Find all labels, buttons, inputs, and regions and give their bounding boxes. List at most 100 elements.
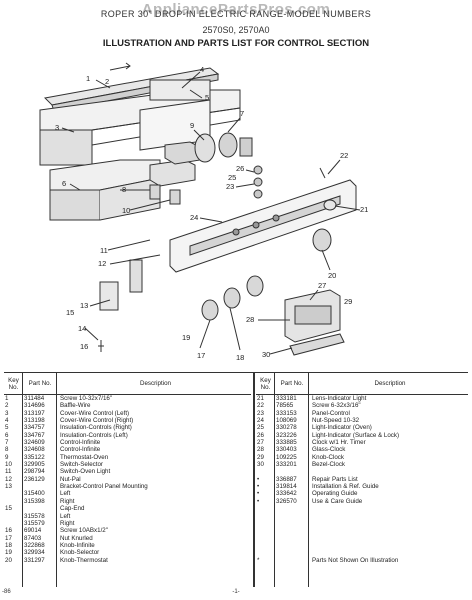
- part-number-cell: 315579: [24, 519, 45, 527]
- header-part: Part No.: [28, 380, 52, 387]
- key-cell: [256, 542, 274, 549]
- description-cell: Bezel-Clock: [312, 461, 346, 469]
- part-number-cell: 78565: [276, 402, 294, 410]
- description-cell: Knob-Infinite: [60, 541, 95, 549]
- key-cell: 18: [5, 541, 12, 549]
- description-cell: Screw 6-32x3/16": [312, 402, 361, 410]
- document-title: ROPER 30" DROP-IN ELECTRIC RANGE-MODEL N…: [100, 9, 372, 19]
- key-cell: [4, 513, 22, 520]
- callout-8: 8: [122, 185, 126, 194]
- description-cell: Insulation-Controls (Left): [60, 431, 128, 439]
- part-number-cell: 333153: [276, 409, 297, 417]
- key-cell: •: [257, 490, 260, 498]
- part-number-cell: 324609: [24, 439, 45, 447]
- model-numbers: 2570S0, 2570A0: [202, 25, 270, 35]
- key-cell: [4, 498, 22, 505]
- column-divider: [56, 373, 57, 587]
- part-number-cell: [274, 535, 308, 542]
- part-number-cell: 323226: [276, 431, 297, 439]
- table-row: [256, 513, 468, 520]
- description-cell: Lens-Indicator Light: [312, 395, 367, 402]
- header-description: Description: [374, 380, 406, 387]
- part-number-cell: 87403: [24, 534, 42, 542]
- description-cell: Parts Not Shown On Illustration: [312, 556, 399, 564]
- site-watermark: AppliancePartsPros.com: [141, 1, 331, 18]
- part-number-cell: [274, 520, 308, 527]
- callout-13: 13: [80, 301, 88, 310]
- callout-11: 11: [100, 246, 108, 255]
- key-cell: 29: [257, 453, 264, 461]
- table-divider: [253, 373, 255, 587]
- part-number-cell: 334757: [24, 424, 45, 432]
- callout-7: 7: [240, 109, 244, 118]
- callout-20: 20: [328, 271, 336, 280]
- page-code: -86: [2, 589, 11, 595]
- part-number-cell: 329905: [24, 461, 45, 469]
- part-number-cell: 314696: [24, 402, 45, 410]
- part-number-cell: 319814: [276, 483, 297, 491]
- callout-26: 26: [236, 164, 244, 173]
- callout-25: 25: [228, 173, 236, 182]
- table-header: Key No. Part No. Description: [256, 373, 468, 395]
- table-row: 26 323226 Light-Indicator (Surface & Lock): [256, 432, 468, 439]
- key-cell: 27: [257, 439, 264, 447]
- key-cell: 30: [257, 461, 264, 469]
- callout-16: 16: [80, 342, 88, 351]
- key-cell: 1: [5, 395, 9, 402]
- part-number-cell: 330403: [276, 446, 297, 454]
- part-number-cell: 333642: [276, 490, 297, 498]
- key-cell: 26: [257, 431, 264, 439]
- callout-14: 14: [78, 324, 86, 333]
- description-cell: Cover-Wire Control (Right): [60, 417, 134, 425]
- callout-5: 5: [205, 93, 209, 102]
- callout-23: 23: [226, 182, 234, 191]
- description-cell: Screw 10-32x7/16": [60, 395, 113, 402]
- description-cell: Nut Knurled: [60, 534, 93, 542]
- callout-4: 4: [200, 65, 204, 74]
- description-cell: [308, 542, 468, 549]
- description-cell: Thermostat-Oven: [60, 453, 109, 461]
- part-number-cell: 324608: [24, 446, 45, 454]
- callout-18: 18: [236, 353, 244, 362]
- description-cell: Left: [60, 490, 71, 498]
- part-number-cell: 109225: [276, 453, 297, 461]
- description-cell: Light-Indicator (Surface & Lock): [312, 431, 400, 439]
- callout-12: 12: [98, 259, 106, 268]
- key-cell: 19: [5, 549, 12, 557]
- key-cell: [4, 490, 22, 497]
- column-divider: [308, 373, 309, 587]
- callout-6: 6: [62, 179, 66, 188]
- table-row: * Parts Not Shown On Illustration: [256, 557, 468, 564]
- part-number-cell: 330278: [276, 424, 297, 432]
- part-number-cell: 313197: [24, 409, 45, 417]
- description-cell: Panel-Control: [312, 409, 350, 417]
- key-cell: 15: [5, 505, 12, 513]
- table-row: [256, 527, 468, 534]
- section-title: ILLUSTRATION AND PARTS LIST FOR CONTROL …: [102, 38, 370, 49]
- description-cell: Knob-Thermostat: [60, 556, 108, 564]
- description-cell: Knob-Selector: [60, 549, 100, 557]
- key-cell: 20: [5, 556, 12, 564]
- key-cell: *: [257, 556, 260, 564]
- key-cell: 7: [5, 439, 9, 447]
- part-number-cell: 236129: [24, 475, 45, 483]
- part-number-cell: [274, 513, 308, 520]
- key-cell: 6: [5, 431, 9, 439]
- key-cell: 9: [5, 453, 9, 461]
- table-row: [256, 542, 468, 549]
- table-row: [256, 549, 468, 556]
- table-row: [256, 520, 468, 527]
- description-cell: Repair Parts List: [312, 475, 358, 483]
- part-number-cell: [274, 505, 308, 512]
- key-cell: [4, 520, 22, 527]
